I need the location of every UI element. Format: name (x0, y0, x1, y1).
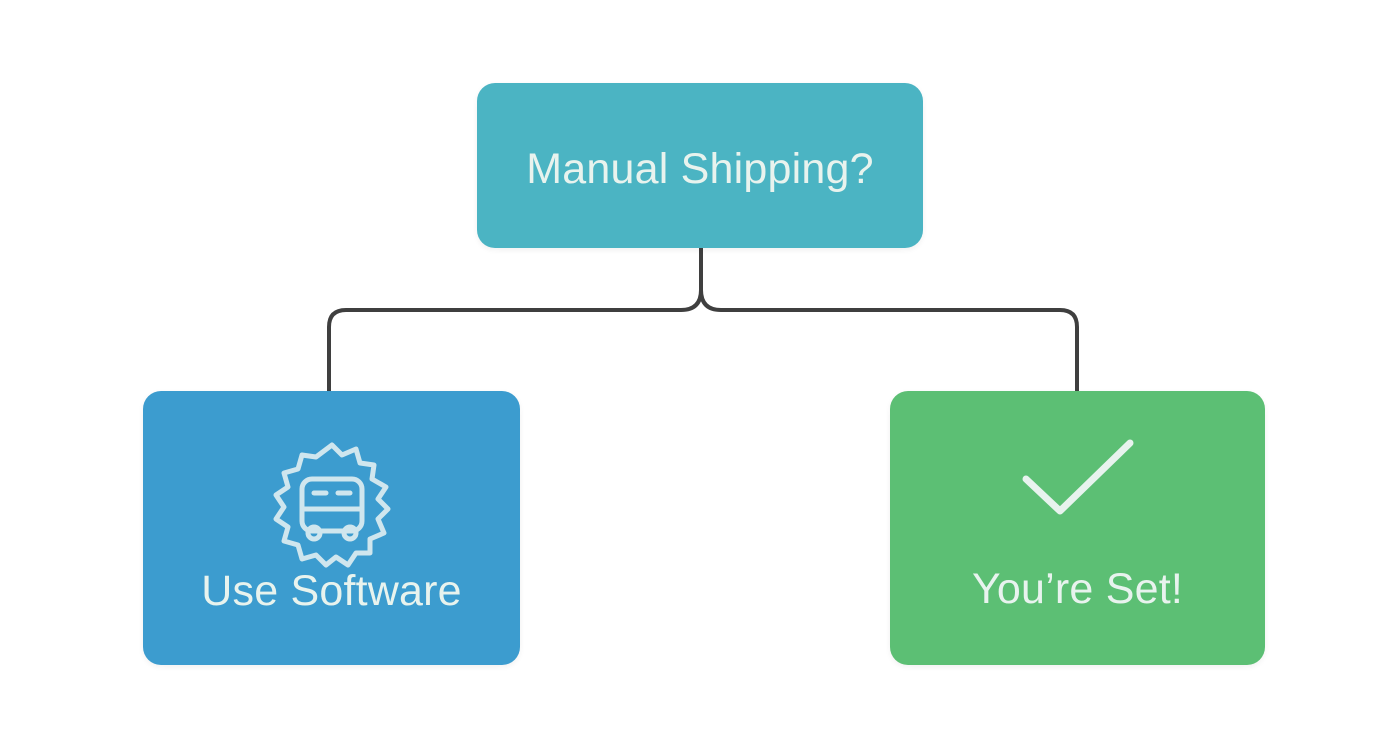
outcome-node-youre-set: You’re Set! (890, 391, 1265, 665)
gear-bus-icon (273, 442, 390, 567)
outcome-node-use-software: Use Software (143, 391, 520, 665)
decision-node-manual-shipping: Manual Shipping? (477, 83, 923, 248)
checkmark-icon (1022, 439, 1133, 514)
connector-top-to-right (699, 246, 1079, 393)
connector-top-to-left (327, 246, 703, 393)
outcome-node-label: Use Software (201, 566, 462, 615)
outcome-node-label: You’re Set! (972, 564, 1183, 613)
decision-node-label: Manual Shipping? (526, 145, 874, 193)
